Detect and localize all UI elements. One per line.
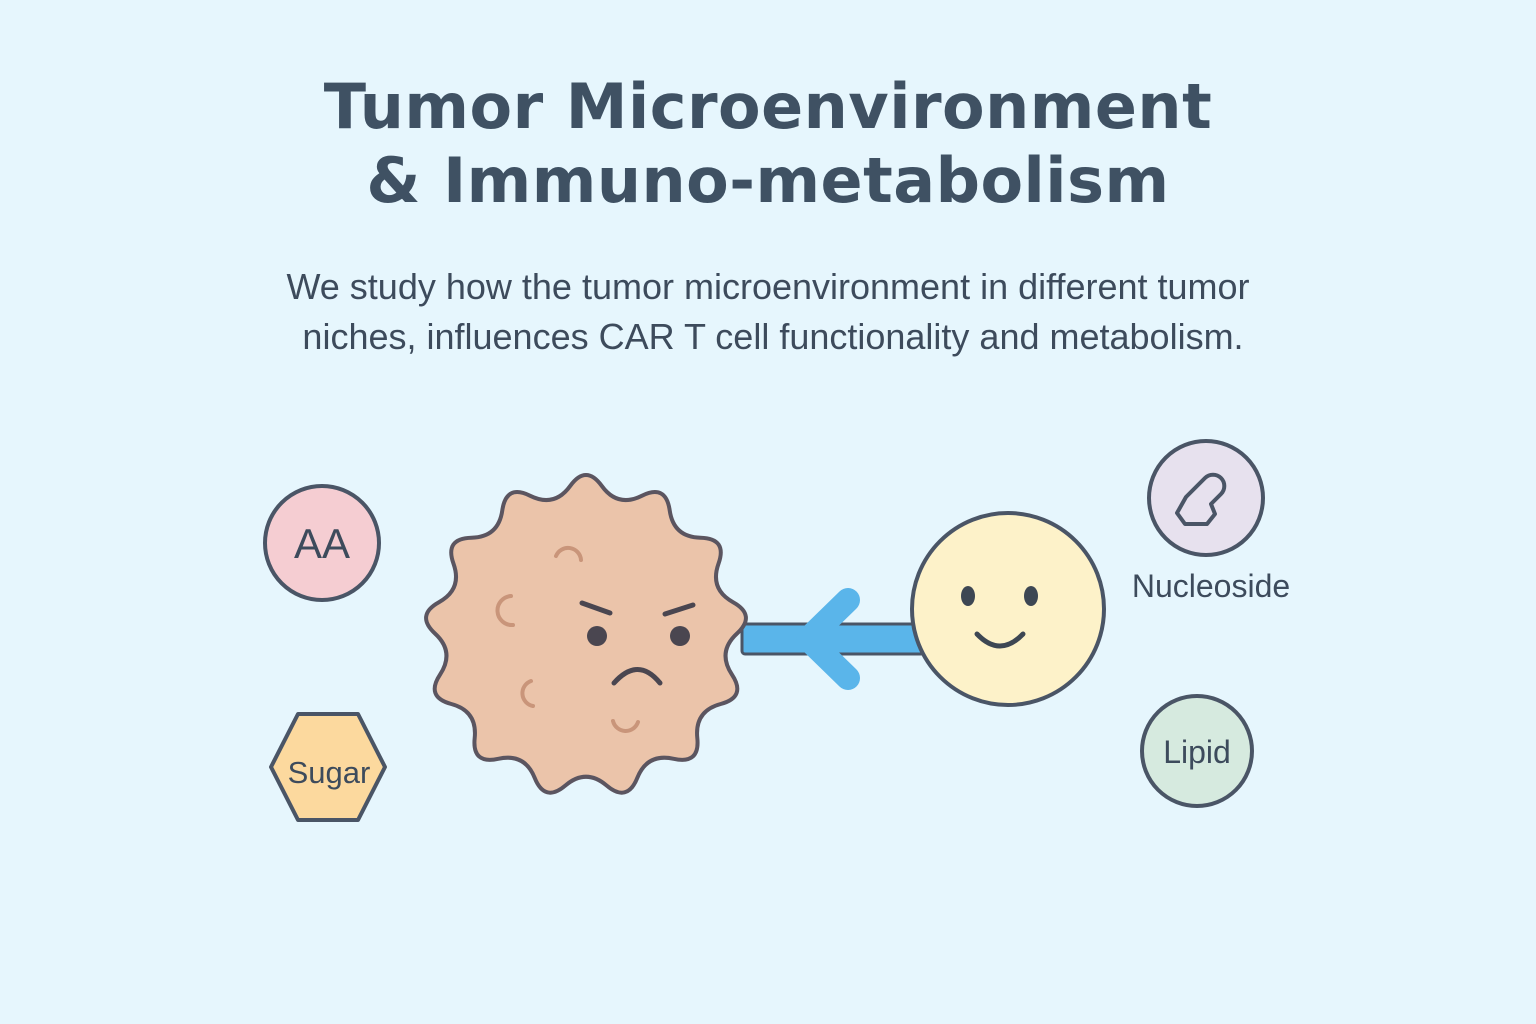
title-line-2: & Immuno-metabolism (366, 144, 1170, 218)
aa-label: AA (294, 520, 350, 567)
nucleoside-metabolite: Nucleoside (1132, 439, 1290, 604)
page-subtitle: We study how the tumor microenvironment … (0, 262, 1536, 362)
nucleoside-label: Nucleoside (1132, 568, 1290, 604)
title-line-1: Tumor Microenvironment (323, 70, 1213, 143)
subtitle-line-2: niches, influences CAR T cell functional… (302, 316, 1244, 358)
aa-circle (263, 484, 381, 602)
sugar-metabolite: Sugar (269, 712, 387, 822)
sugar-label: Sugar (288, 755, 371, 790)
subtitle-line-1: We study how the tumor microenvironment … (286, 266, 1250, 307)
lipid-metabolite: Lipid (1140, 694, 1254, 808)
tumor-cell-body (424, 472, 748, 795)
nucleoside-molecule-icon (1175, 472, 1227, 526)
car-t-cell-icon (910, 511, 1106, 707)
aa-metabolite: AA (263, 484, 381, 602)
car-receptor-icon (740, 588, 926, 690)
tumor-cell-icon (424, 472, 748, 795)
lipid-circle (1140, 694, 1254, 808)
lipid-label: Lipid (1163, 734, 1231, 770)
tumor-texture (495, 545, 640, 733)
nucleoside-circle (1147, 439, 1265, 557)
angry-face (579, 600, 696, 686)
page-title: Tumor Microenvironment & Immuno-metaboli… (0, 70, 1536, 219)
receptor-arrowhead (796, 588, 860, 690)
sugar-hexagon (269, 712, 387, 822)
car-t-cell-body (910, 511, 1106, 707)
